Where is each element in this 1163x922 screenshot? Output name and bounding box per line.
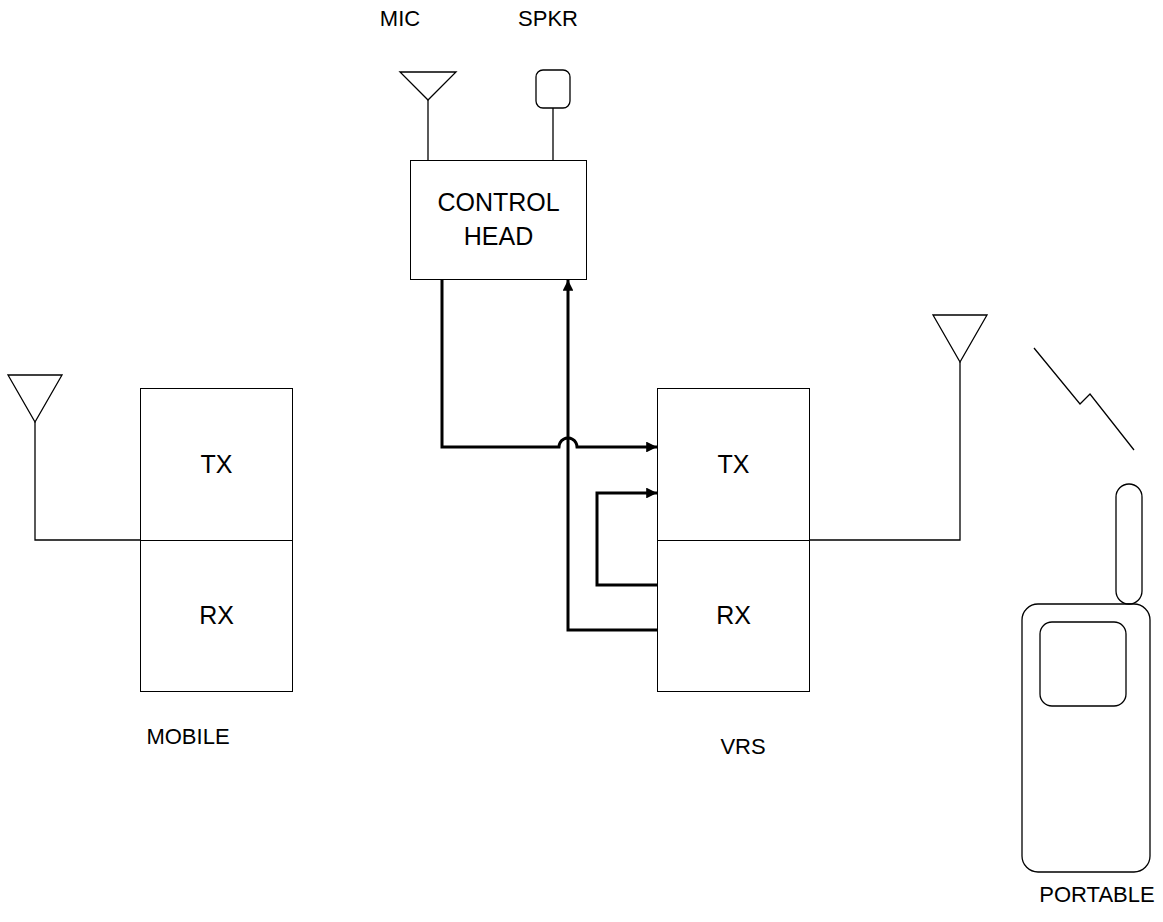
speaker-wire [552,108,553,160]
antenna-symbol [8,375,62,422]
text-stack: RX [706,595,761,637]
signal-connector [568,280,657,630]
antenna-wire [810,362,960,540]
box-label: TX [708,444,760,486]
antenna-wire [35,422,140,540]
transmitter-box: TX [140,388,293,541]
portable-antenna [1116,484,1142,604]
unit-label: MOBILE [146,724,229,750]
box-label: CONTROL HEAD [411,182,586,258]
speaker-symbol [536,70,570,108]
box-label: RX [706,595,761,637]
receiver-box: RX [657,540,810,692]
portable-radio [1022,604,1150,872]
part-label: MIC [380,6,420,32]
unit-label: PORTABLE [1039,882,1154,908]
text-stack: CONTROL HEAD [411,182,586,258]
signal-connector [442,280,657,447]
control-head-box: CONTROL HEAD [410,160,587,280]
radio-link-symbol [1034,348,1134,450]
text-stack: TX [191,444,243,486]
microphone-wire [427,100,428,160]
microphone-symbol [400,72,456,100]
box-label: RX [189,595,244,637]
receiver-box: RX [140,540,293,692]
text-stack: RX [189,595,244,637]
portable-display [1040,622,1126,706]
part-label: SPKR [518,6,578,32]
box-label: TX [191,444,243,486]
transmitter-box: TX [657,388,810,541]
antenna-symbol [933,315,987,362]
signal-connector [597,493,657,585]
text-stack: TX [708,444,760,486]
unit-label: VRS [720,734,765,760]
